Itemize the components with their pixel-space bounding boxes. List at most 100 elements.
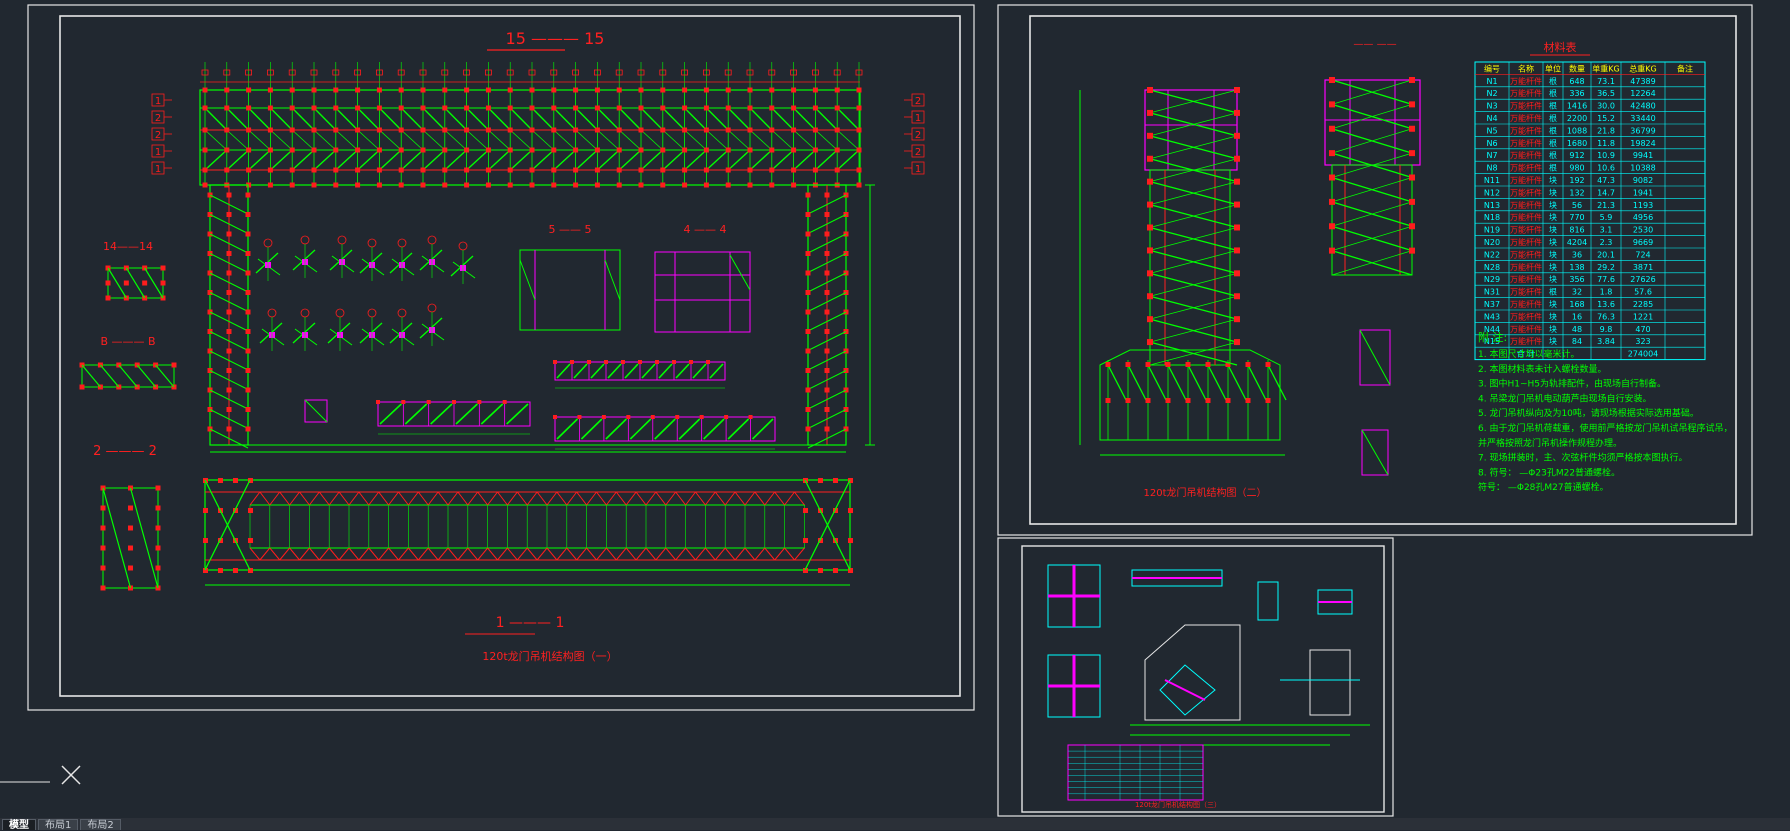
materials-table-header-cell: 单重KG (1592, 63, 1619, 73)
materials-table-cell: 1088 (1567, 126, 1587, 135)
sheet1-inner-border (59, 15, 961, 697)
materials-table-cell: N18 (1484, 213, 1500, 222)
ucs-axis-icon (0, 765, 81, 785)
materials-table-cell: 138 (1569, 263, 1584, 272)
materials-table-cell: 根 (1549, 150, 1557, 160)
materials-table-cell: 2530 (1633, 226, 1653, 235)
materials-table-cell: 3.84 (1597, 337, 1615, 346)
materials-table-cell: 912 (1569, 151, 1584, 160)
materials-table-cell: N31 (1484, 288, 1500, 297)
sheet1-outer-border (27, 4, 975, 711)
materials-table-cell: 12264 (1630, 89, 1655, 98)
materials-table-cell: 1941 (1633, 188, 1653, 197)
materials-table-cell: 470 (1635, 325, 1650, 334)
materials-table-header-cell: 编号 (1484, 63, 1500, 73)
materials-table-cell: 块 (1549, 212, 1557, 222)
materials-table-cell: 万能杆件 (1510, 274, 1542, 284)
materials-table-cell: 77.6 (1597, 275, 1615, 284)
materials-table-cell: 36 (1572, 250, 1582, 259)
joint-detail-sketches (255, 235, 476, 423)
materials-table-header-cell: 总重KG (1629, 63, 1656, 73)
materials-table-cell: 万能杆件 (1510, 163, 1542, 173)
note-line: 5. 龙门吊机纵向及为10吨，请现场根据实际选用基础。 (1478, 407, 1699, 419)
section-4-4: 4 —— 4 (654, 223, 751, 333)
note-line: 6. 由于龙门吊机荷载重，使用前严格按龙门吊机试吊程序试吊， (1478, 422, 1732, 434)
materials-table-cell: 21.3 (1597, 201, 1615, 210)
materials-table-cell: 76.3 (1597, 312, 1615, 321)
row-marker: 2 (915, 96, 921, 107)
section-5-5: 5 —— 5 (519, 223, 621, 331)
materials-table-cell: 块 (1549, 187, 1557, 197)
materials-table-header-cell: 数量 (1569, 63, 1585, 73)
materials-table-cell: 36.5 (1597, 89, 1615, 98)
materials-table-cell: N11 (1484, 176, 1500, 185)
materials-table-cell: 4956 (1633, 213, 1653, 222)
note-line: 7. 现场拼装时，主、次弦杆件均须严格按本图执行。 (1478, 452, 1687, 464)
materials-table-cell: 14.7 (1597, 188, 1615, 197)
materials-table-cell: 万能杆件 (1510, 88, 1542, 98)
materials-table-cell: 36799 (1630, 126, 1655, 135)
materials-table-cell: N28 (1484, 263, 1500, 272)
materials-table-cell: N12 (1484, 188, 1500, 197)
materials-table-cell: 9082 (1633, 176, 1653, 185)
section-label-1: 1 ——— 1 (496, 615, 565, 631)
sheet1-view-title: 120t龙门吊机结构图（一） (482, 649, 617, 663)
note-line: 8. 符号： —Φ23孔M22普通螺栓。 (1478, 466, 1620, 478)
materials-table-cell: 48 (1572, 325, 1582, 334)
materials-table-total-value: 274004 (1628, 350, 1659, 359)
materials-table-cell: 1680 (1567, 139, 1587, 148)
materials-table-cell: 万能杆件 (1510, 249, 1542, 259)
materials-table-cell: 万能杆件 (1510, 138, 1542, 148)
materials-table-cell: 万能杆件 (1510, 262, 1542, 272)
materials-table-cell: N22 (1484, 250, 1500, 259)
section-label-b: B ——— B (100, 335, 155, 348)
materials-table-cell: 13.6 (1597, 300, 1615, 309)
sheet3-mini-table (1067, 744, 1204, 801)
tab-layout-2[interactable]: 布局2 (80, 819, 121, 831)
materials-table-cell: 56 (1572, 201, 1582, 210)
materials-table-cell: 9941 (1633, 151, 1653, 160)
materials-table-cell: 3.1 (1600, 226, 1613, 235)
notes-title: 附 注: (1478, 330, 1507, 344)
materials-table-cell: 根 (1549, 287, 1557, 297)
materials-table-cell: 万能杆件 (1510, 76, 1542, 86)
materials-table-cell: 块 (1549, 336, 1557, 346)
materials-table-cell: 块 (1549, 299, 1557, 309)
tab-layout-1[interactable]: 布局1 (38, 819, 79, 831)
materials-table-cell: 15.2 (1597, 114, 1615, 123)
svg-text:5 —— 5: 5 —— 5 (549, 223, 592, 236)
section-label-14: 14——14 (103, 240, 153, 253)
materials-table-header-cell: 单位 (1545, 63, 1561, 73)
materials-table-cell: N43 (1484, 312, 1500, 321)
tab-model[interactable]: 模型 (2, 819, 36, 831)
gantry-legs (207, 184, 875, 453)
materials-table-cell: 32 (1572, 288, 1582, 297)
materials-table-cell: 724 (1635, 250, 1650, 259)
sheet2-inner-border (1029, 15, 1737, 525)
section-b-shape (81, 364, 175, 388)
materials-table-cell: 47.3 (1597, 176, 1615, 185)
materials-table-cell: N7 (1486, 151, 1497, 160)
materials-table-cell: 33440 (1630, 114, 1655, 123)
materials-table-total-label: 合 计 (1517, 349, 1536, 359)
drawing-sheet-3: 120t龙门吊机结构图（三） (997, 537, 1394, 817)
materials-table-cell: 11.8 (1597, 139, 1615, 148)
materials-table-cell: 9.8 (1600, 325, 1613, 334)
notes-block: 附 注: 1. 本图尺寸均以毫米计。2. 本图材料表未计入螺栓数量。3. 图中H… (1478, 330, 1732, 493)
tower-elevation-2: —— —— (1324, 39, 1421, 476)
materials-table-cell: 1193 (1633, 201, 1653, 210)
materials-table-cell: 42480 (1630, 102, 1655, 111)
row-marker: 2 (155, 113, 161, 124)
sheet2-outer-border (997, 4, 1753, 536)
note-line: 1. 本图尺寸均以毫米计。 (1478, 348, 1579, 360)
materials-table-cell: 根 (1549, 113, 1557, 123)
materials-table-cell: 块 (1549, 237, 1557, 247)
materials-table-cell: 192 (1569, 176, 1584, 185)
materials-table-cell: 块 (1549, 249, 1557, 259)
materials-table-cell: 万能杆件 (1510, 212, 1542, 222)
materials-table-cell: N4 (1486, 114, 1497, 123)
materials-table-cell: 132 (1569, 188, 1584, 197)
